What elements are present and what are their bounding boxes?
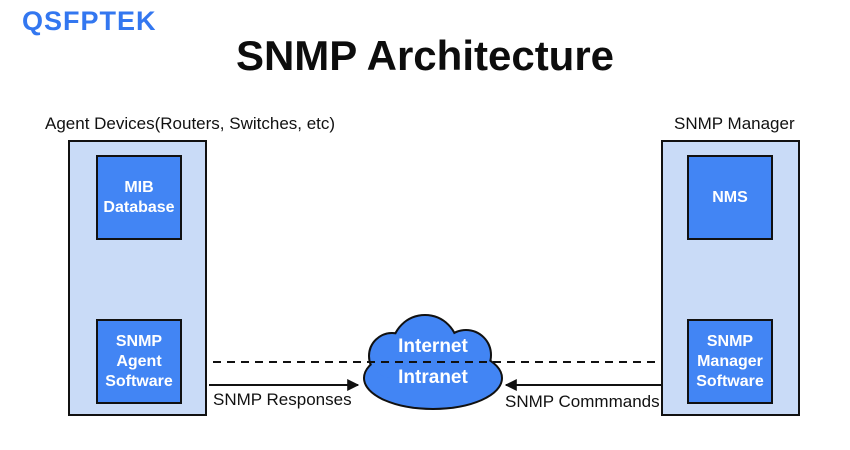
nms-box: NMS bbox=[687, 155, 773, 240]
agent-group-label: Agent Devices(Routers, Switches, etc) bbox=[45, 114, 336, 133]
cloud-label-intranet: Intranet bbox=[398, 367, 468, 388]
snmp-manager-software-box: SNMP Manager Software bbox=[687, 319, 773, 404]
snmp-commands-label: SNMP Commmands bbox=[505, 392, 660, 411]
page-title: SNMP Architecture bbox=[235, 32, 615, 79]
snmp-responses-label: SNMP Responses bbox=[213, 390, 352, 409]
cloud-label-internet: Internet bbox=[398, 336, 468, 357]
manager-group-label: SNMP Manager bbox=[674, 114, 795, 133]
cloud-icon bbox=[363, 314, 503, 410]
snmp-agent-software-box: SNMP Agent Software bbox=[96, 319, 182, 404]
qsfptek-logo: QSFPTEK bbox=[22, 6, 157, 36]
mib-database-box: MIB Database bbox=[96, 155, 182, 240]
